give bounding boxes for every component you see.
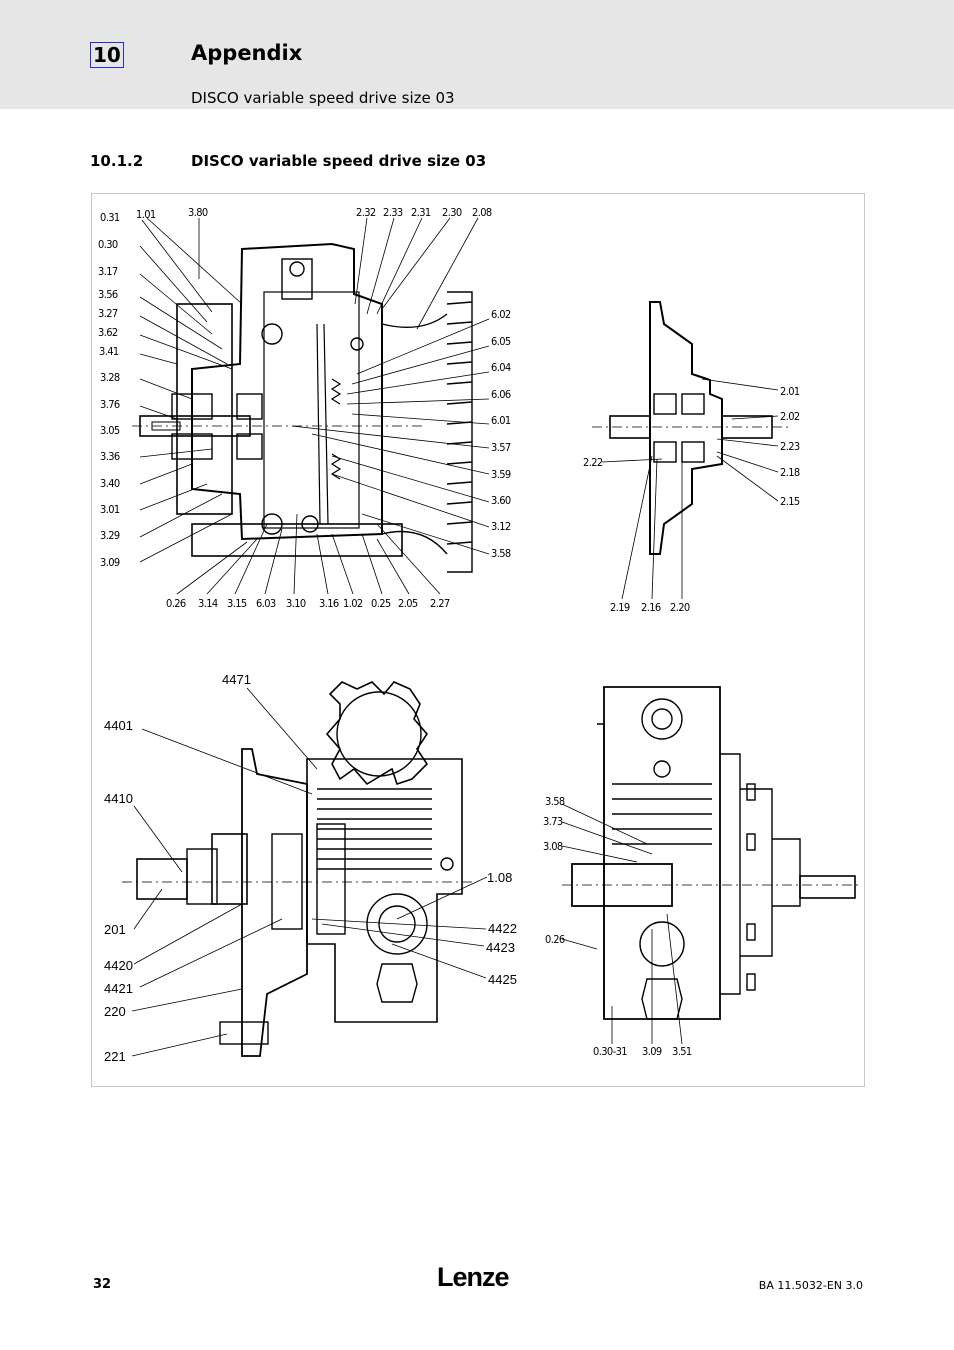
part-label: 3.60 [491, 494, 511, 507]
part-label: 3.15 [227, 597, 247, 610]
part-label: 2.16 [641, 601, 661, 614]
part-label: 0.30-31 [593, 1045, 627, 1058]
part-label: 2.32 [356, 206, 376, 219]
chapter-title: Appendix [191, 41, 303, 65]
part-label: 6.04 [491, 361, 511, 374]
page-number: 32 [93, 1277, 112, 1292]
part-label: 1.01 [136, 208, 156, 221]
part-label: 2.23 [780, 440, 800, 453]
part-label: 2.30 [442, 206, 462, 219]
drawing-3-housing-view [122, 681, 472, 1057]
part-label: 2.31 [411, 206, 431, 219]
part-label: 3.09 [642, 1045, 662, 1058]
part-label: 3.73 [543, 815, 563, 828]
part-label: 221 [104, 1049, 126, 1064]
part-label: 6.03 [256, 597, 276, 610]
part-label: 3.58 [545, 795, 565, 808]
part-label: 2.20 [670, 601, 690, 614]
drawing-4-front-view [562, 686, 862, 1020]
part-label: 6.06 [491, 388, 511, 401]
document-id: BA 11.5032-EN 3.0 [758, 1279, 863, 1292]
drawing-4-labels: 3.58 3.73 3.08 0.26 0.30-31 3.09 3.51 [543, 795, 693, 1058]
part-label: 3.36 [100, 450, 120, 463]
part-label: 2.01 [780, 385, 800, 398]
part-label: 6.01 [491, 414, 511, 427]
part-label: 3.16 [319, 597, 339, 610]
part-label: 3.76 [100, 398, 120, 411]
part-label: 201 [104, 922, 126, 937]
part-label: 3.80 [188, 206, 208, 219]
part-label: 4425 [488, 972, 517, 987]
drawing-2-side-section [592, 301, 792, 555]
part-label: 4421 [104, 981, 133, 996]
drawing-2-labels: 2.01 2.02 2.23 2.18 2.15 2.22 2.19 2.16 … [583, 385, 801, 614]
part-label: 2.33 [383, 206, 403, 219]
part-label: 3.62 [98, 326, 118, 339]
part-label: 0.26 [166, 597, 186, 610]
part-label: 2.02 [780, 410, 800, 423]
drawing-1-cross-section [132, 242, 473, 573]
part-label: 4420 [104, 958, 133, 973]
part-label: 3.40 [100, 477, 120, 490]
part-label: 3.41 [99, 345, 119, 358]
part-label: 3.01 [100, 503, 120, 516]
part-label: 3.14 [198, 597, 218, 610]
leader-lines [131, 217, 779, 1057]
part-label: 3.05 [100, 424, 120, 437]
part-label: 3.57 [491, 441, 511, 454]
part-label: 4410 [104, 791, 133, 806]
part-label: 3.27 [98, 307, 118, 320]
part-label: 2.08 [472, 206, 492, 219]
part-label: 2.22 [583, 456, 603, 469]
part-label: 1.08 [487, 870, 512, 885]
part-label: 4401 [104, 718, 133, 733]
part-label: 2.05 [398, 597, 418, 610]
part-label: 2.27 [430, 597, 450, 610]
part-label: 3.56 [98, 288, 118, 301]
part-label: 220 [104, 1004, 126, 1019]
part-label: 3.10 [286, 597, 306, 610]
drawing-3-labels: 4471 4401 4410 201 4420 4421 220 221 1.0… [104, 672, 517, 1064]
part-label: 3.09 [100, 556, 120, 569]
part-label: 0.26 [545, 933, 565, 946]
part-label: 4423 [486, 940, 515, 955]
drawing-1-labels: 1.01 3.80 2.32 2.33 2.31 2.30 2.08 0.31 … [98, 206, 512, 610]
part-label: 3.59 [491, 468, 511, 481]
part-label: 1.02 [343, 597, 363, 610]
part-label: 0.25 [371, 597, 391, 610]
part-label: 3.58 [491, 547, 511, 560]
part-label: 2.15 [780, 495, 800, 508]
chapter-subtitle: DISCO variable speed drive size 03 [191, 89, 455, 107]
part-label: 0.30 [98, 238, 118, 251]
part-label: 3.12 [491, 520, 511, 533]
header-band [0, 0, 954, 109]
part-label: 6.02 [491, 308, 511, 321]
section-title: DISCO variable speed drive size 03 [191, 152, 487, 170]
chapter-number-link[interactable]: 10 [90, 42, 124, 68]
part-label: 0.31 [100, 211, 120, 224]
part-label: 3.29 [100, 529, 120, 542]
lenze-logo: Lenze [437, 1262, 510, 1292]
part-label: 4471 [222, 672, 251, 687]
technical-drawings-svg: 1.01 3.80 2.32 2.33 2.31 2.30 2.08 0.31 … [98, 206, 862, 1064]
section-number: 10.1.2 [90, 152, 144, 170]
part-label: 3.28 [100, 371, 120, 384]
part-label: 2.19 [610, 601, 630, 614]
part-label: 4422 [488, 921, 517, 936]
part-label: 6.05 [491, 335, 511, 348]
exploded-drawing-figure: 1.01 3.80 2.32 2.33 2.31 2.30 2.08 0.31 … [91, 193, 865, 1087]
part-label: 3.17 [98, 265, 118, 278]
part-label: 3.51 [672, 1045, 692, 1058]
part-label: 3.08 [543, 840, 563, 853]
part-label: 2.18 [780, 466, 800, 479]
